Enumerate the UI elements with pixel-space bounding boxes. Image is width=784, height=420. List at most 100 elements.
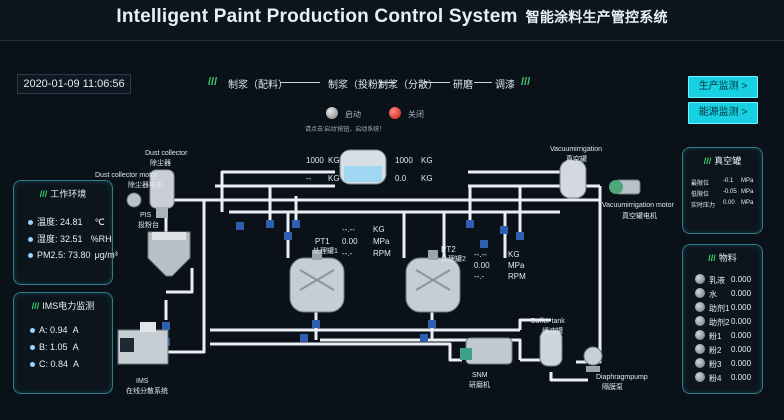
material-value: 0.000 xyxy=(731,373,752,382)
start-button[interactable] xyxy=(326,107,338,119)
page-title: Intelligent Paint Production Control Sys… xyxy=(0,6,784,28)
process-connector xyxy=(280,82,320,83)
process-step-2[interactable]: 制浆（投粉） xyxy=(328,80,388,91)
bullet-icon xyxy=(28,253,33,259)
buffer-tank-label-cn: 缓冲罐 xyxy=(542,328,563,335)
materials-panel: ///物料 乳液 0.000 水 0.000 助剂1 0.000 助剂2 0.0… xyxy=(682,244,763,394)
materials-panel-title: ///物料 xyxy=(708,253,737,263)
pt1-speed-unit: RPM xyxy=(373,249,391,258)
process-connector xyxy=(424,82,450,83)
scale-left-bottom-unit: KG xyxy=(328,174,340,183)
process-slashes-end: /// xyxy=(521,76,531,88)
process-step-5[interactable]: 调漆 xyxy=(495,80,515,91)
pt2-pressure-unit: MPa xyxy=(508,261,525,270)
scale-right-bottom-value: 0.0 xyxy=(395,174,407,183)
scale-left-top-value: 1000 xyxy=(306,156,324,165)
diaphragm-label-cn: 隔膜泵 xyxy=(602,384,623,391)
pt1-weight-value: --.-- xyxy=(342,225,355,234)
pis-label-cn: 投粉台 xyxy=(138,222,159,229)
pis-label: PIS xyxy=(140,212,152,219)
bullet-icon xyxy=(28,237,33,243)
pt2-speed-unit: RPM xyxy=(508,272,526,281)
pt2-weight-unit: KG xyxy=(508,250,520,259)
production-monitor-button[interactable]: 生产监测 > xyxy=(688,76,758,98)
ims-label-cn: 在线分散系统 xyxy=(126,388,168,395)
vacuum-irrigation-label-cn: 真空罐 xyxy=(566,156,587,163)
material-value: 0.000 xyxy=(731,331,752,340)
bullet-icon xyxy=(30,345,35,351)
material-value: 0.000 xyxy=(731,345,752,354)
vacuum-motor-label-cn: 真空罐电机 xyxy=(622,213,657,220)
snm-label-cn: 研磨机 xyxy=(469,382,490,389)
pt2-speed-value: --.- xyxy=(474,272,485,281)
material-indicator-icon xyxy=(695,302,705,312)
process-connector xyxy=(474,82,492,83)
temperature-row: 温度: 24.81℃ xyxy=(28,215,105,228)
material-value: 0.000 xyxy=(731,303,752,312)
material-value: 0.000 xyxy=(731,359,752,368)
vacuum-irrigation-label: Vacuumirrigation xyxy=(550,146,603,153)
pt2-label: PT2 xyxy=(441,245,456,254)
material-indicator-icon xyxy=(695,274,705,284)
environment-panel: ///工作环境 温度: 24.81℃ 湿度: 32.51%RH PM2.5: 7… xyxy=(13,180,118,285)
material-indicator-icon xyxy=(695,330,705,340)
bullet-icon xyxy=(30,362,35,368)
material-name: 助剂2 xyxy=(709,318,730,327)
bullet-icon xyxy=(28,220,33,226)
process-step-4[interactable]: 研磨 xyxy=(453,80,473,91)
stop-button[interactable] xyxy=(389,107,401,119)
material-name: 粉1 xyxy=(709,332,722,341)
pt1-speed-value: --.- xyxy=(342,249,353,258)
material-name: 粉4 xyxy=(709,374,722,383)
material-name: 水 xyxy=(709,290,717,299)
pt2-pressure-value: 0.00 xyxy=(474,261,490,270)
vacuum-panel-title: ///真空罐 xyxy=(703,156,742,166)
title-bar: Intelligent Paint Production Control Sys… xyxy=(0,0,784,41)
datetime-display: 2020-01-09 11:06:56 xyxy=(17,74,131,94)
pt2-label-cn: 处理罐2 xyxy=(441,256,466,263)
title-chinese: 智能涂料生产管控系统 xyxy=(525,9,668,25)
pt2-weight-value: --.-- xyxy=(474,250,487,259)
process-slashes: /// xyxy=(208,76,218,88)
vacuum-motor-label: Vacuumirrigation motor xyxy=(602,202,674,209)
material-indicator-icon xyxy=(695,288,705,298)
humidity-row: 湿度: 32.51%RH xyxy=(28,232,112,245)
dust-collector-label-cn: 除尘器 xyxy=(150,160,171,167)
material-indicator-icon xyxy=(695,372,705,382)
scale-right-bottom-unit: KG xyxy=(421,174,433,183)
dust-motor-label-cn: 除尘器电机 xyxy=(128,182,163,189)
pt1-label: PT1 xyxy=(315,237,330,246)
energy-monitor-button[interactable]: 能源监测 > xyxy=(688,102,758,124)
scale-right-top-unit: KG xyxy=(421,156,433,165)
scale-left-bottom-value: -- xyxy=(306,174,312,183)
material-value: 0.000 xyxy=(731,289,752,298)
pt1-label-cn: 处理罐1 xyxy=(313,248,338,255)
material-name: 乳液 xyxy=(709,276,725,285)
power-panel-title: ///IMS电力监测 xyxy=(31,301,95,311)
title-english: Intelligent Paint Production Control Sys… xyxy=(116,6,518,27)
material-indicator-icon xyxy=(695,316,705,326)
material-indicator-icon xyxy=(695,344,705,354)
process-connector xyxy=(380,82,396,83)
process-step-3[interactable]: 制浆（分散） xyxy=(378,80,438,91)
material-value: 0.000 xyxy=(731,317,752,326)
pt1-pressure-value: 0.00 xyxy=(342,237,358,246)
scale-left-top-unit: KG xyxy=(328,156,340,165)
material-name: 粉2 xyxy=(709,346,722,355)
environment-panel-title: ///工作环境 xyxy=(39,189,87,199)
scale-right-top-value: 1000 xyxy=(395,156,413,165)
bullet-icon xyxy=(30,328,35,334)
material-name: 粉3 xyxy=(709,360,722,369)
pt1-pressure-unit: MPa xyxy=(373,237,390,246)
process-step-1[interactable]: 制浆（配料） xyxy=(228,80,288,91)
